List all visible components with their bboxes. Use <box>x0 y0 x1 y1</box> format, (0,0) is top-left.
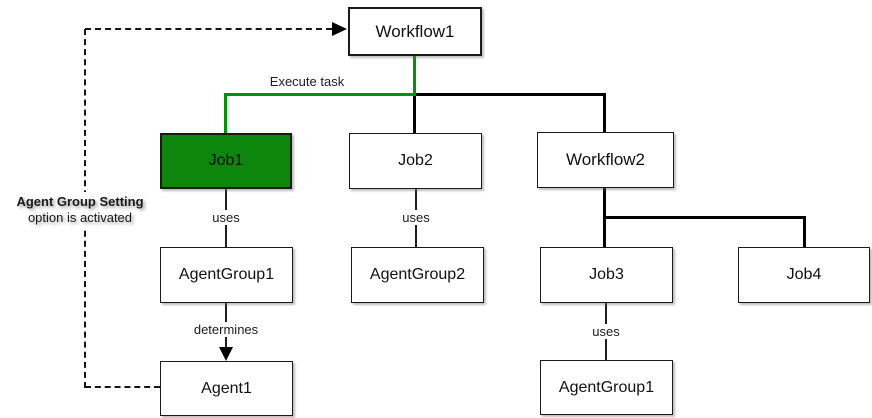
node-agentgroup1: AgentGroup1 <box>160 247 293 303</box>
dashed-arrowhead-icon <box>332 22 347 36</box>
node-workflow1: Workflow1 <box>348 7 482 56</box>
dashed-edge-bottom <box>85 386 160 388</box>
node-job4: Job4 <box>738 247 870 303</box>
edge-junction-horizontal <box>416 93 606 96</box>
node-job2: Job2 <box>349 133 482 189</box>
node-job1: Job1 <box>160 133 292 189</box>
determines-arrowhead-icon <box>219 347 233 361</box>
edge-label-uses-job3: uses <box>580 324 632 339</box>
node-agentgroup2: AgentGroup2 <box>351 247 484 303</box>
node-agent1: Agent1 <box>160 361 293 416</box>
dashed-edge-top <box>85 28 332 30</box>
edge-junction-to-workflow2 <box>603 96 606 132</box>
edge-label-determines: determines <box>188 322 264 337</box>
edge-executetask-horizontal <box>224 93 416 96</box>
edge-workflow2-to-job4 <box>803 219 806 247</box>
node-agentgroup1b: AgentGroup1 <box>540 360 673 415</box>
node-workflow2: Workflow2 <box>537 132 674 188</box>
edge-label-uses-job2: uses <box>390 210 442 225</box>
annotation-agent-group-setting: Agent Group Setting option is activated <box>6 192 154 228</box>
edge-workflow1-junction-green <box>413 55 416 93</box>
annotation-title: Agent Group Setting <box>16 194 144 209</box>
edge-label-uses-job1: uses <box>200 210 252 225</box>
edge-junction-to-job2 <box>413 96 416 133</box>
annotation-subtitle: option is activated <box>27 210 133 225</box>
edge-workflow2-horizontal <box>603 216 806 219</box>
edge-executetask-to-job1 <box>224 93 227 133</box>
node-job3: Job3 <box>540 247 673 303</box>
edge-label-execute-task: Execute task <box>269 74 345 89</box>
